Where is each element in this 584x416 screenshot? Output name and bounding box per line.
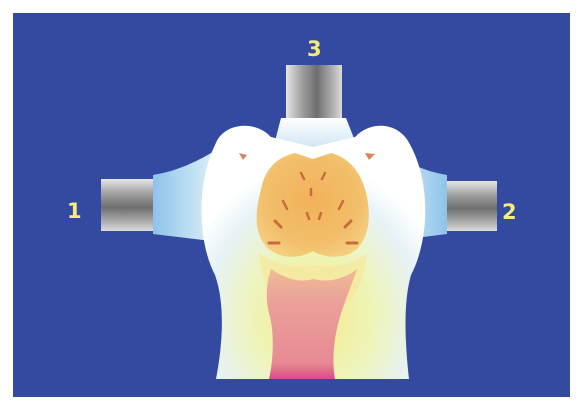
label-1: 1: [67, 199, 82, 223]
junction-flow-diagram: 1 2 3: [13, 13, 570, 397]
port-label-2: 2: [502, 200, 517, 224]
port-label-3: 3: [307, 37, 322, 61]
pipe-left: [101, 179, 156, 231]
port-label-1: 1: [67, 199, 82, 223]
label-2: 2: [502, 200, 517, 224]
pipe-top: [286, 65, 342, 119]
label-3: 3: [307, 37, 322, 61]
pipe-right: [444, 181, 497, 231]
diagram-frame: 1 2 3: [13, 13, 570, 397]
central-vortex-zone: [257, 153, 369, 257]
